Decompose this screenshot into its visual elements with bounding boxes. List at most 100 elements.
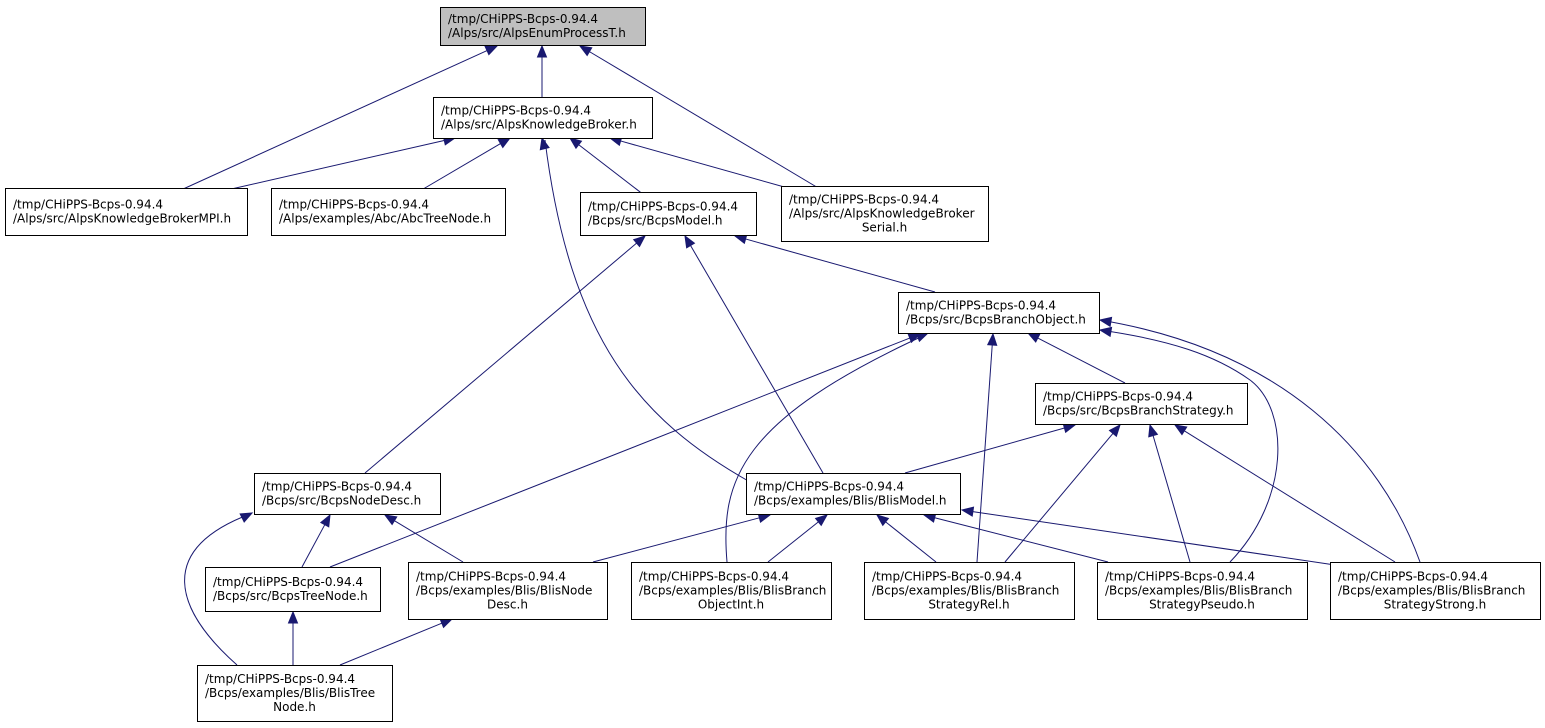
node-bcps-tree-node[interactable]: /tmp/CHiPPS-Bcps-0.94.4/Bcps/src/BcpsTre… (205, 567, 381, 612)
edge-alps_knowledge_broker_serial-to-alps_knowledge_broker (608, 136, 796, 191)
node-alps-knowledge-broker-mpi[interactable]: /tmp/CHiPPS-Bcps-0.94.4/Alps/src/AlpsKno… (5, 188, 248, 236)
arrowhead (497, 137, 512, 149)
node-box[interactable] (197, 665, 393, 722)
node-label-line: /tmp/CHiPPS-Bcps-0.94.4 (754, 480, 904, 494)
edge-bcps_branch_strategy-to-bcps_branch_object (1026, 332, 1126, 384)
edge-alps_knowledge_broker_mpi-to-alps_knowledge_broker (204, 135, 457, 196)
node-box[interactable] (898, 292, 1100, 334)
node-blis-branch-strategy-strong[interactable]: /tmp/CHiPPS-Bcps-0.94.4/Bcps/examples/Bl… (1330, 562, 1541, 620)
edge-bcps_branch_object-to-bcps_model (733, 234, 936, 293)
arrowhead (1098, 316, 1113, 328)
edge-blis_branch_strategy_rel-to-blis_model (875, 514, 937, 563)
node-label-line: /tmp/CHiPPS-Bcps-0.94.4 (588, 200, 738, 214)
node-bcps-model[interactable]: /tmp/CHiPPS-Bcps-0.94.4/Bcps/src/BcpsMod… (580, 192, 757, 236)
edge-alps_knowledge_broker_mpi-to-alps_enum_process_t (169, 45, 499, 196)
node-label-line: /Bcps/src/BcpsBranchStrategy.h (1043, 404, 1234, 418)
node-box[interactable] (1035, 383, 1248, 425)
edge-line (339, 622, 443, 666)
node-label-line: /tmp/CHiPPS-Bcps-0.94.4 (639, 570, 789, 584)
node-box[interactable] (5, 188, 248, 236)
nodes-layer: /tmp/CHiPPS-Bcps-0.94.4/Alps/src/AlpsEnu… (5, 7, 1541, 722)
edge-line (577, 143, 645, 196)
edge-line (588, 50, 831, 196)
node-box[interactable] (271, 188, 506, 236)
node-label-line: StrategyRel.h (928, 598, 1009, 612)
arrowhead (915, 332, 930, 343)
edge-blis_node_desc-to-bcps_node_desc (383, 514, 464, 563)
node-abc-tree-node[interactable]: /tmp/CHiPPS-Bcps-0.94.4/Alps/examples/Ab… (271, 188, 506, 236)
node-label-line: /Alps/src/AlpsKnowledgeBroker (789, 207, 975, 221)
node-label-line: /tmp/CHiPPS-Bcps-0.94.4 (213, 575, 363, 589)
edge-bcps_tree_node-to-bcps_node_desc (301, 513, 331, 568)
node-label-line: /Bcps/examples/Blis/BlisNode (416, 584, 592, 598)
edge-line (689, 244, 824, 474)
node-label-line: /Bcps/examples/Blis/BlisBranch (872, 584, 1059, 598)
edge-line (725, 334, 926, 563)
edge-line (544, 139, 751, 483)
node-label-line: /Bcps/examples/Blis/BlisBranch (639, 584, 826, 598)
node-label-line: StrategyStrong.h (1384, 598, 1486, 612)
node-label-line: /Alps/src/AlpsEnumProcessT.h (448, 26, 626, 40)
node-label-line: Desc.h (487, 598, 528, 612)
node-bcps-node-desc[interactable]: /tmp/CHiPPS-Bcps-0.94.4/Bcps/src/BcpsNod… (254, 473, 441, 515)
edge-blis_tree_node-to-bcps_tree_node (287, 610, 299, 665)
node-label-line: /Alps/src/AlpsKnowledgeBrokerMPI.h (13, 212, 231, 226)
node-box[interactable] (205, 567, 381, 612)
arrowhead (960, 506, 975, 517)
node-label-line: /tmp/CHiPPS-Bcps-0.94.4 (1043, 390, 1193, 404)
edge-line (1183, 429, 1396, 563)
edge-line (971, 510, 1336, 566)
edge-blis_branch_strategy_pseudo-to-bcps_branch_strategy (1148, 423, 1191, 563)
edge-line (619, 140, 796, 191)
node-blis-model[interactable]: /tmp/CHiPPS-Bcps-0.94.4/Bcps/examples/Bl… (746, 473, 961, 515)
edge-line (884, 520, 937, 563)
node-blis-tree-node[interactable]: /tmp/CHiPPS-Bcps-0.94.4/Bcps/examples/Bl… (197, 665, 393, 722)
node-label-line: /tmp/CHiPPS-Bcps-0.94.4 (1105, 570, 1255, 584)
node-box[interactable] (254, 473, 441, 515)
edge-line (1099, 319, 1421, 563)
node-box[interactable] (580, 192, 757, 236)
node-label-line: /tmp/CHiPPS-Bcps-0.94.4 (906, 299, 1056, 313)
edge-blis_branch_strategy_strong-to-bcps_branch_strategy (1173, 424, 1396, 563)
edge-abc_tree_node-to-alps_knowledge_broker (412, 137, 512, 196)
node-box[interactable] (1330, 562, 1541, 620)
edge-blis_model-to-bcps_branch_strategy (904, 423, 1077, 474)
node-label-line: /tmp/CHiPPS-Bcps-0.94.4 (279, 198, 429, 212)
node-label-line: /Alps/src/AlpsKnowledgeBroker.h (441, 118, 637, 132)
node-alps-knowledge-broker[interactable]: /tmp/CHiPPS-Bcps-0.94.4/Alps/src/AlpsKno… (433, 97, 653, 139)
node-box[interactable] (408, 562, 608, 620)
arrowhead (484, 45, 499, 56)
edge-line (364, 242, 638, 474)
edge-line (169, 49, 489, 196)
node-box[interactable] (781, 186, 989, 242)
node-blis-branch-strategy-rel[interactable]: /tmp/CHiPPS-Bcps-0.94.4/Bcps/examples/Bl… (864, 562, 1075, 620)
arrowhead (536, 44, 548, 58)
edge-line (976, 343, 993, 563)
edge-line (412, 142, 502, 196)
arrowhead (684, 234, 696, 249)
node-box[interactable] (440, 7, 646, 46)
node-alps-enum-process-t[interactable]: /tmp/CHiPPS-Bcps-0.94.4/Alps/src/AlpsEnu… (440, 7, 646, 46)
node-blis-branch-object-int[interactable]: /tmp/CHiPPS-Bcps-0.94.4/Bcps/examples/Bl… (631, 562, 832, 620)
node-blis-branch-strategy-pseudo[interactable]: /tmp/CHiPPS-Bcps-0.94.4/Bcps/examples/Bl… (1097, 562, 1308, 620)
arrowhead (287, 610, 299, 624)
node-blis-node-desc[interactable]: /tmp/CHiPPS-Bcps-0.94.4/Bcps/examples/Bl… (408, 562, 608, 620)
node-box[interactable] (746, 473, 961, 515)
node-bcps-branch-object[interactable]: /tmp/CHiPPS-Bcps-0.94.4/Bcps/src/BcpsBra… (898, 292, 1100, 334)
edge-blis_branch_strategy_strong-to-bcps_branch_object (1098, 316, 1421, 563)
arrowhead (814, 514, 829, 527)
edge-blis_branch_strategy_rel-to-bcps_branch_object (976, 332, 998, 563)
node-label-line: /tmp/CHiPPS-Bcps-0.94.4 (789, 193, 939, 207)
node-box[interactable] (1097, 562, 1308, 620)
arrowhead (239, 512, 254, 523)
edge-line (1099, 329, 1279, 563)
node-box[interactable] (631, 562, 832, 620)
node-alps-knowledge-broker-serial[interactable]: /tmp/CHiPPS-Bcps-0.94.4/Alps/src/AlpsKno… (781, 186, 989, 242)
node-bcps-branch-strategy[interactable]: /tmp/CHiPPS-Bcps-0.94.4/Bcps/src/BcpsBra… (1035, 383, 1248, 425)
node-label-line: /Bcps/examples/Blis/BlisBranch (1105, 584, 1292, 598)
node-box[interactable] (433, 97, 653, 139)
arrowhead (568, 137, 583, 150)
node-box[interactable] (864, 562, 1075, 620)
edge-line (204, 139, 446, 196)
